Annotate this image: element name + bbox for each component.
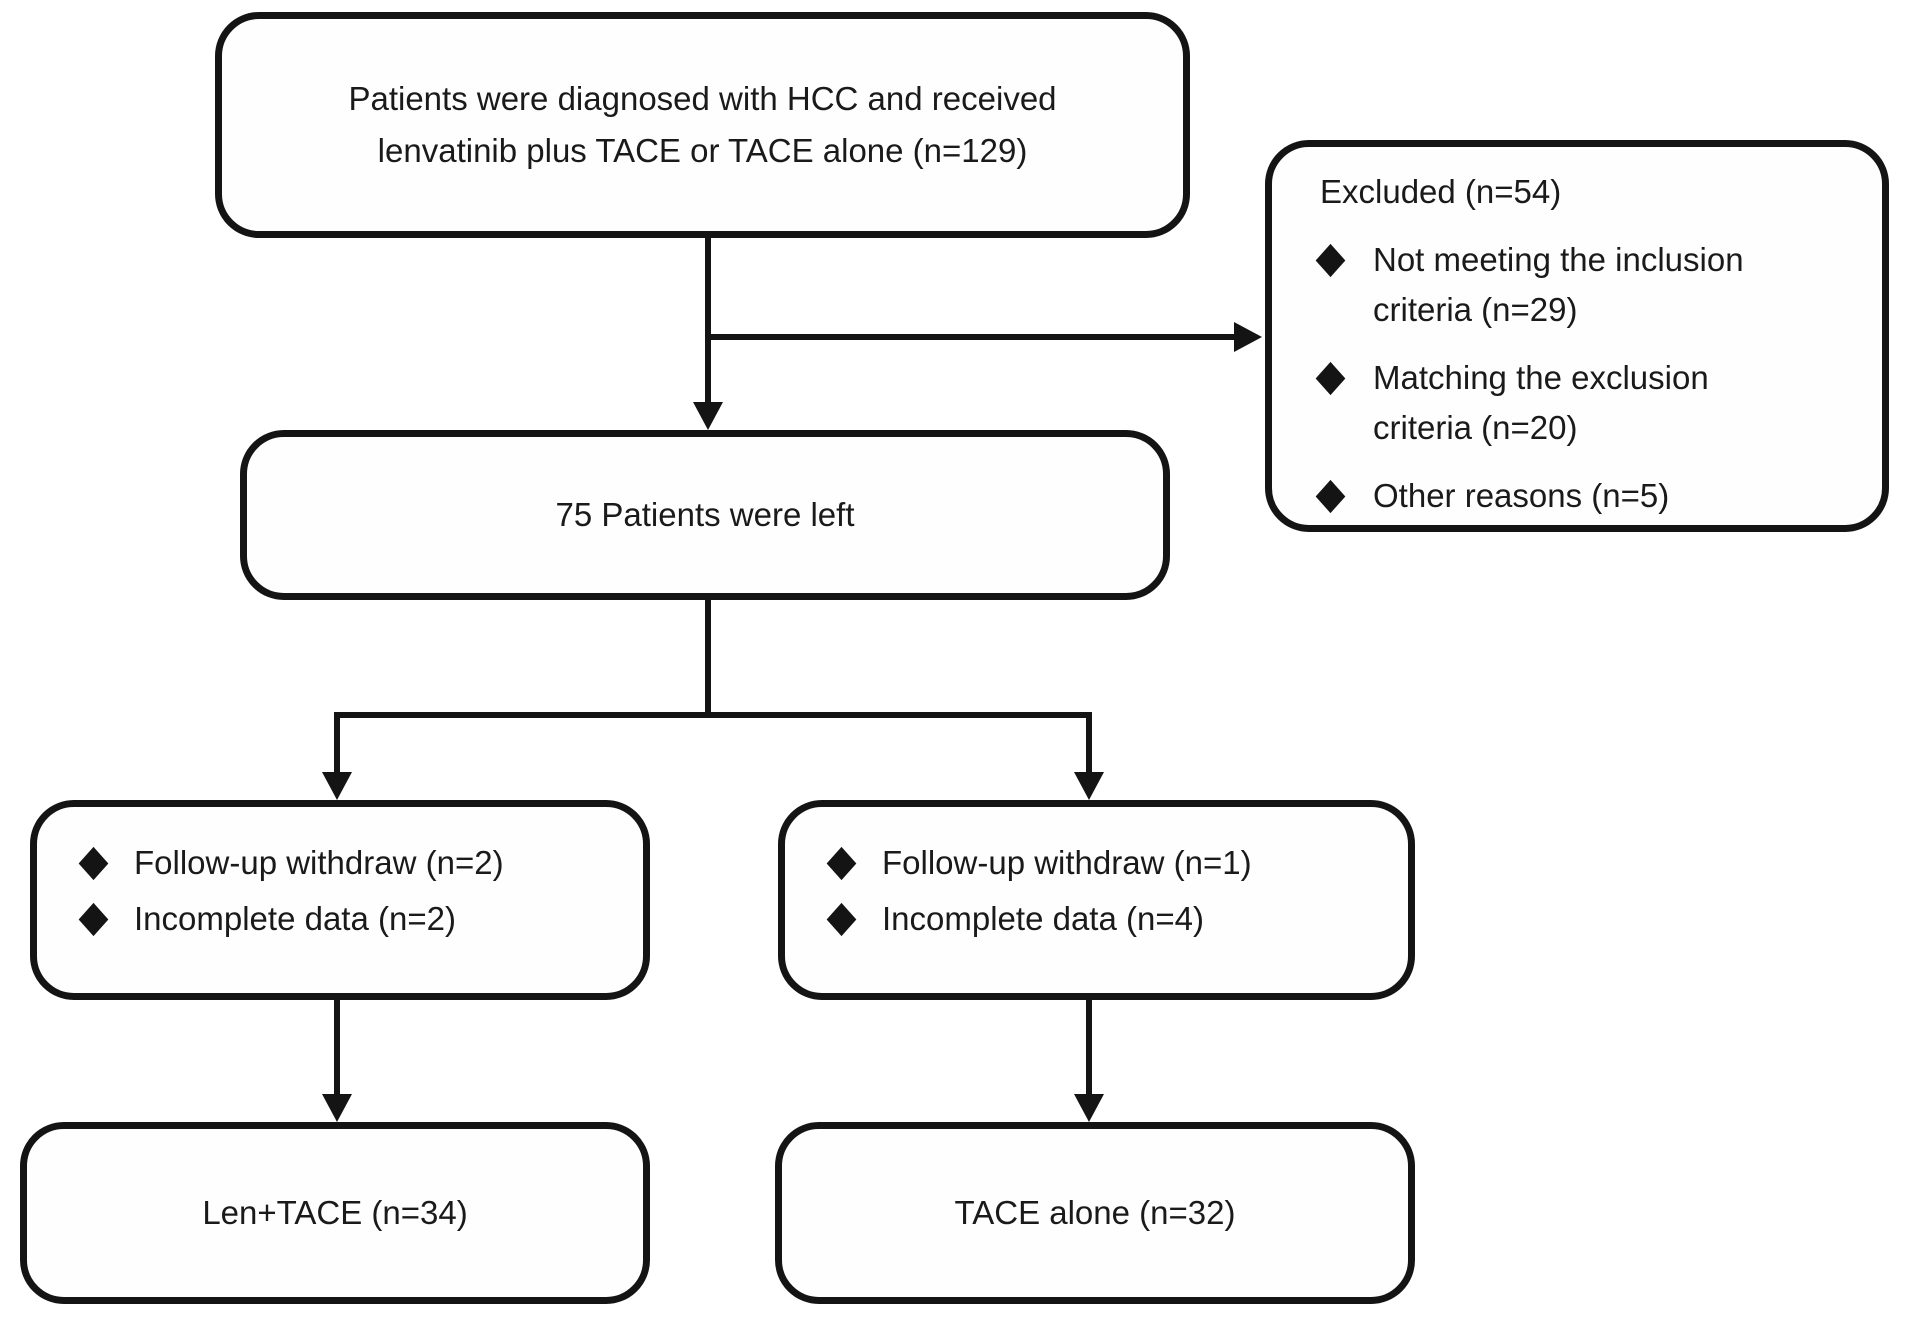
- connector-split-left: [334, 712, 340, 776]
- diamond-bullet-icon: [1315, 361, 1346, 396]
- diamond-bullet-icon: [1315, 479, 1346, 514]
- connector-right-to-final: [1086, 998, 1092, 1096]
- dropout-left-row: Incomplete data (n=2): [78, 891, 627, 947]
- dropout-left-row: Follow-up withdraw (n=2): [78, 835, 627, 891]
- connector-left-to-final: [334, 998, 340, 1096]
- excluded-item: Other reasons (n=5): [1315, 471, 1858, 521]
- len-tace-arm-text: Len+TACE (n=34): [202, 1194, 468, 1231]
- excluded-item: Matching the exclusion criteria (n=20): [1315, 353, 1858, 453]
- arrowhead-left-to-final: [322, 1094, 352, 1122]
- excluded-item-3-line-1: Other reasons (n=5): [1373, 477, 1670, 514]
- box-enrollment: Patients were diagnosed with HCC and rec…: [215, 12, 1190, 238]
- diamond-bullet-icon: [78, 902, 109, 936]
- enrollment-line-1: Patients were diagnosed with HCC and rec…: [348, 80, 1057, 117]
- connector-top-to-middle: [705, 238, 711, 404]
- box-tace-alone-arm: TACE alone (n=32): [775, 1122, 1415, 1304]
- excluded-item-1-line-2: criteria (n=29): [1373, 291, 1578, 328]
- excluded-item-1-line-1: Not meeting the inclusion: [1373, 241, 1744, 278]
- box-dropout-right: Follow-up withdraw (n=1) Incomplete data…: [778, 800, 1415, 1000]
- arrowhead-split-right: [1074, 772, 1104, 800]
- arrowhead-top-to-middle: [693, 402, 723, 430]
- box-dropout-left: Follow-up withdraw (n=2) Incomplete data…: [30, 800, 650, 1000]
- excluded-item-2-line-2: criteria (n=20): [1373, 409, 1578, 446]
- split-bar: [334, 712, 1092, 718]
- box-excluded: Excluded (n=54) Not meeting the inclusio…: [1265, 140, 1889, 532]
- diamond-bullet-icon: [78, 846, 109, 880]
- dropout-left-item-1: Follow-up withdraw (n=2): [134, 844, 504, 881]
- enrollment-line-2: lenvatinib plus TACE or TACE alone (n=12…: [377, 132, 1028, 169]
- connector-middle-to-split: [705, 600, 711, 718]
- connector-split-right: [1086, 712, 1092, 776]
- diamond-bullet-icon: [1315, 243, 1346, 278]
- tace-alone-arm-text: TACE alone (n=32): [954, 1194, 1236, 1231]
- arrowhead-right-to-final: [1074, 1094, 1104, 1122]
- dropout-right-row: Follow-up withdraw (n=1): [826, 835, 1392, 891]
- dropout-right-item-1: Follow-up withdraw (n=1): [882, 844, 1252, 881]
- dropout-right-row: Incomplete data (n=4): [826, 891, 1392, 947]
- box-patients-left: 75 Patients were left: [240, 430, 1170, 600]
- diamond-bullet-icon: [826, 846, 857, 880]
- arrowhead-split-left: [322, 772, 352, 800]
- box-len-tace-arm: Len+TACE (n=34): [20, 1122, 650, 1304]
- dropout-right-item-2: Incomplete data (n=4): [882, 900, 1204, 937]
- excluded-item: Not meeting the inclusion criteria (n=29…: [1315, 235, 1858, 335]
- excluded-item-2-line-1: Matching the exclusion: [1373, 359, 1709, 396]
- patients-left-text: 75 Patients were left: [555, 496, 855, 533]
- connector-to-excluded: [708, 334, 1238, 340]
- arrowhead-to-excluded: [1234, 322, 1262, 352]
- excluded-title: Excluded (n=54): [1320, 173, 1562, 210]
- diamond-bullet-icon: [826, 902, 857, 936]
- dropout-left-item-2: Incomplete data (n=2): [134, 900, 456, 937]
